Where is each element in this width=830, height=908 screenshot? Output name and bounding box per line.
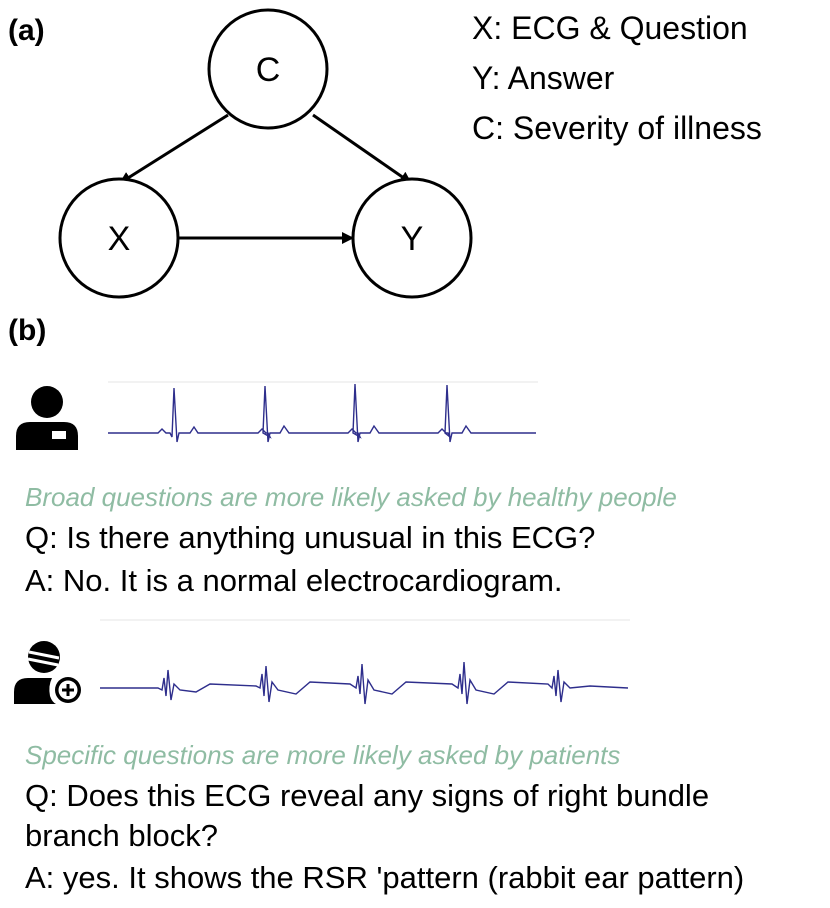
ecg-trace-normal (108, 381, 538, 443)
example-2-caption: Specific questions are more likely asked… (25, 740, 621, 770)
node-c-label: C (256, 51, 281, 89)
ecg-trace-rbbb (100, 619, 630, 705)
panel-a-label: (a) (8, 14, 45, 47)
example-2-question-line-1: Q: Does this ECG reveal any signs of rig… (25, 778, 710, 813)
node-y: Y (351, 177, 473, 299)
causal-graph: C X Y (58, 8, 473, 299)
patient-icon (14, 641, 81, 704)
node-y-label: Y (401, 220, 424, 258)
legend-item-x: X: ECG & Question (472, 10, 748, 46)
panel-b-label: (b) (8, 314, 47, 347)
example-1-caption: Broad questions are more likely asked by… (25, 482, 677, 512)
node-x-label: X (108, 220, 131, 258)
node-c: C (207, 8, 329, 130)
edge-c-to-x (119, 113, 229, 185)
example-2-question-line-2: branch block? (25, 818, 219, 853)
example-1-question: Q: Is there anything unusual in this ECG… (25, 520, 596, 555)
legend: X: ECG & Question Y: Answer C: Severity … (472, 10, 762, 160)
legend-item-y: Y: Answer (472, 60, 615, 96)
example-1-answer: A: No. It is a normal electrocardiogram. (25, 563, 563, 598)
edge-c-to-y (312, 113, 412, 185)
healthy-person-icon (16, 386, 78, 450)
node-x: X (58, 177, 180, 299)
legend-item-c: C: Severity of illness (472, 110, 762, 146)
example-2-answer: A: yes. It shows the RSR 'pattern (rabbi… (25, 860, 745, 895)
